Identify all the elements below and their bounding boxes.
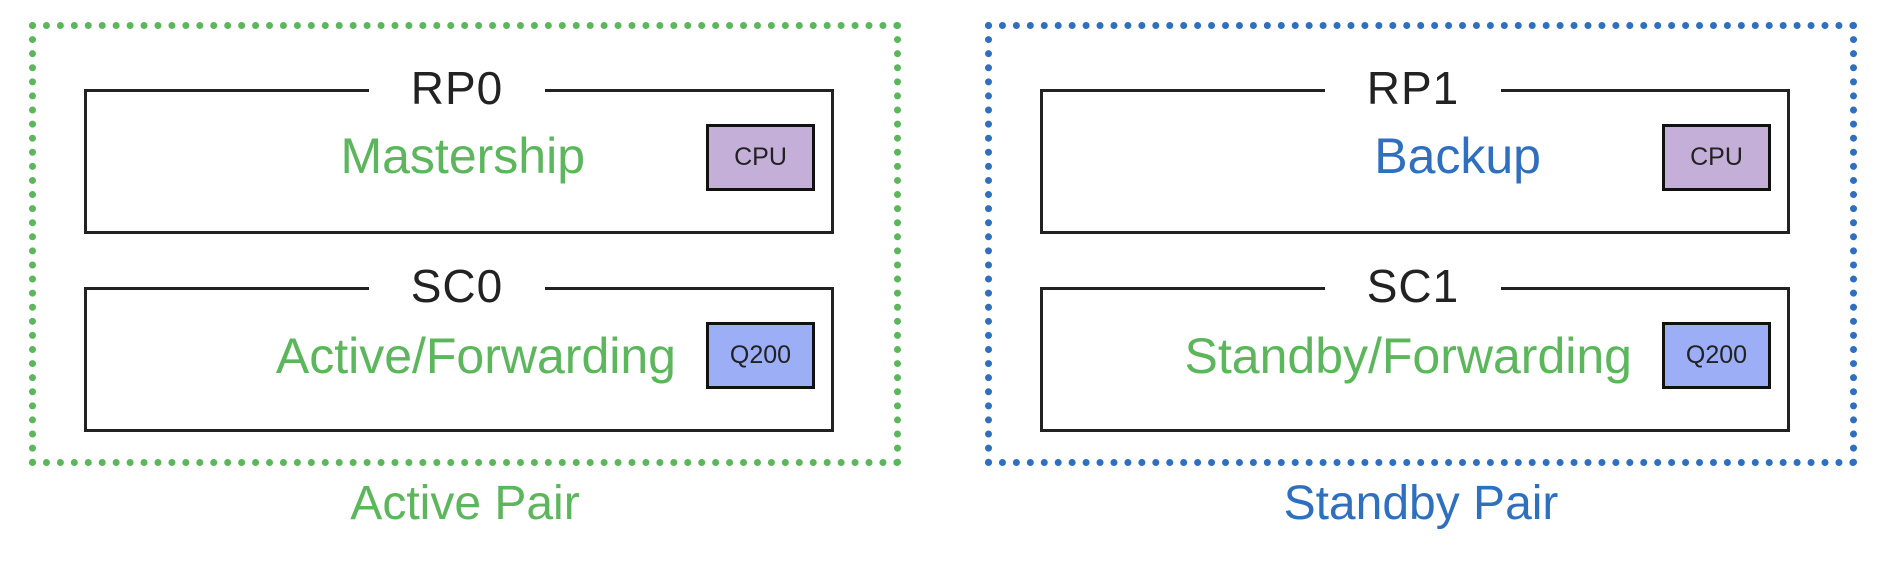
rp0-title: RP0 — [369, 58, 545, 118]
rp0-cpu-chip: CPU — [706, 124, 815, 191]
rp0-card: RP0 Mastership CPU — [84, 58, 834, 234]
sc0-status: Active/Forwarding — [275, 328, 676, 384]
active-pair-caption: Active Pair — [350, 477, 580, 530]
sc0-card: SC0 Active/Forwarding Q200 — [84, 256, 834, 432]
sc1-title: SC1 — [1325, 256, 1501, 316]
rp0-status: Mastership — [340, 128, 585, 184]
sc0-title: SC0 — [369, 256, 545, 316]
rp1-card: RP1 Backup CPU — [1040, 58, 1790, 234]
rp1-status: Backup — [1374, 128, 1541, 184]
sc0-q200-chip: Q200 — [706, 322, 815, 389]
standby-pair-caption: Standby Pair — [1283, 477, 1559, 530]
sc1-q200-chip: Q200 — [1662, 322, 1771, 389]
rp1-title: RP1 — [1325, 58, 1501, 118]
active-pair-group: RP0 Mastership CPU SC0 Active/Forwarding… — [29, 22, 901, 466]
standby-pair-group: RP1 Backup CPU SC1 Standby/Forwarding Q2… — [985, 22, 1857, 466]
sc1-status: Standby/Forwarding — [1184, 328, 1632, 384]
rp1-cpu-chip: CPU — [1662, 124, 1771, 191]
sc1-card: SC1 Standby/Forwarding Q200 — [1040, 256, 1790, 432]
